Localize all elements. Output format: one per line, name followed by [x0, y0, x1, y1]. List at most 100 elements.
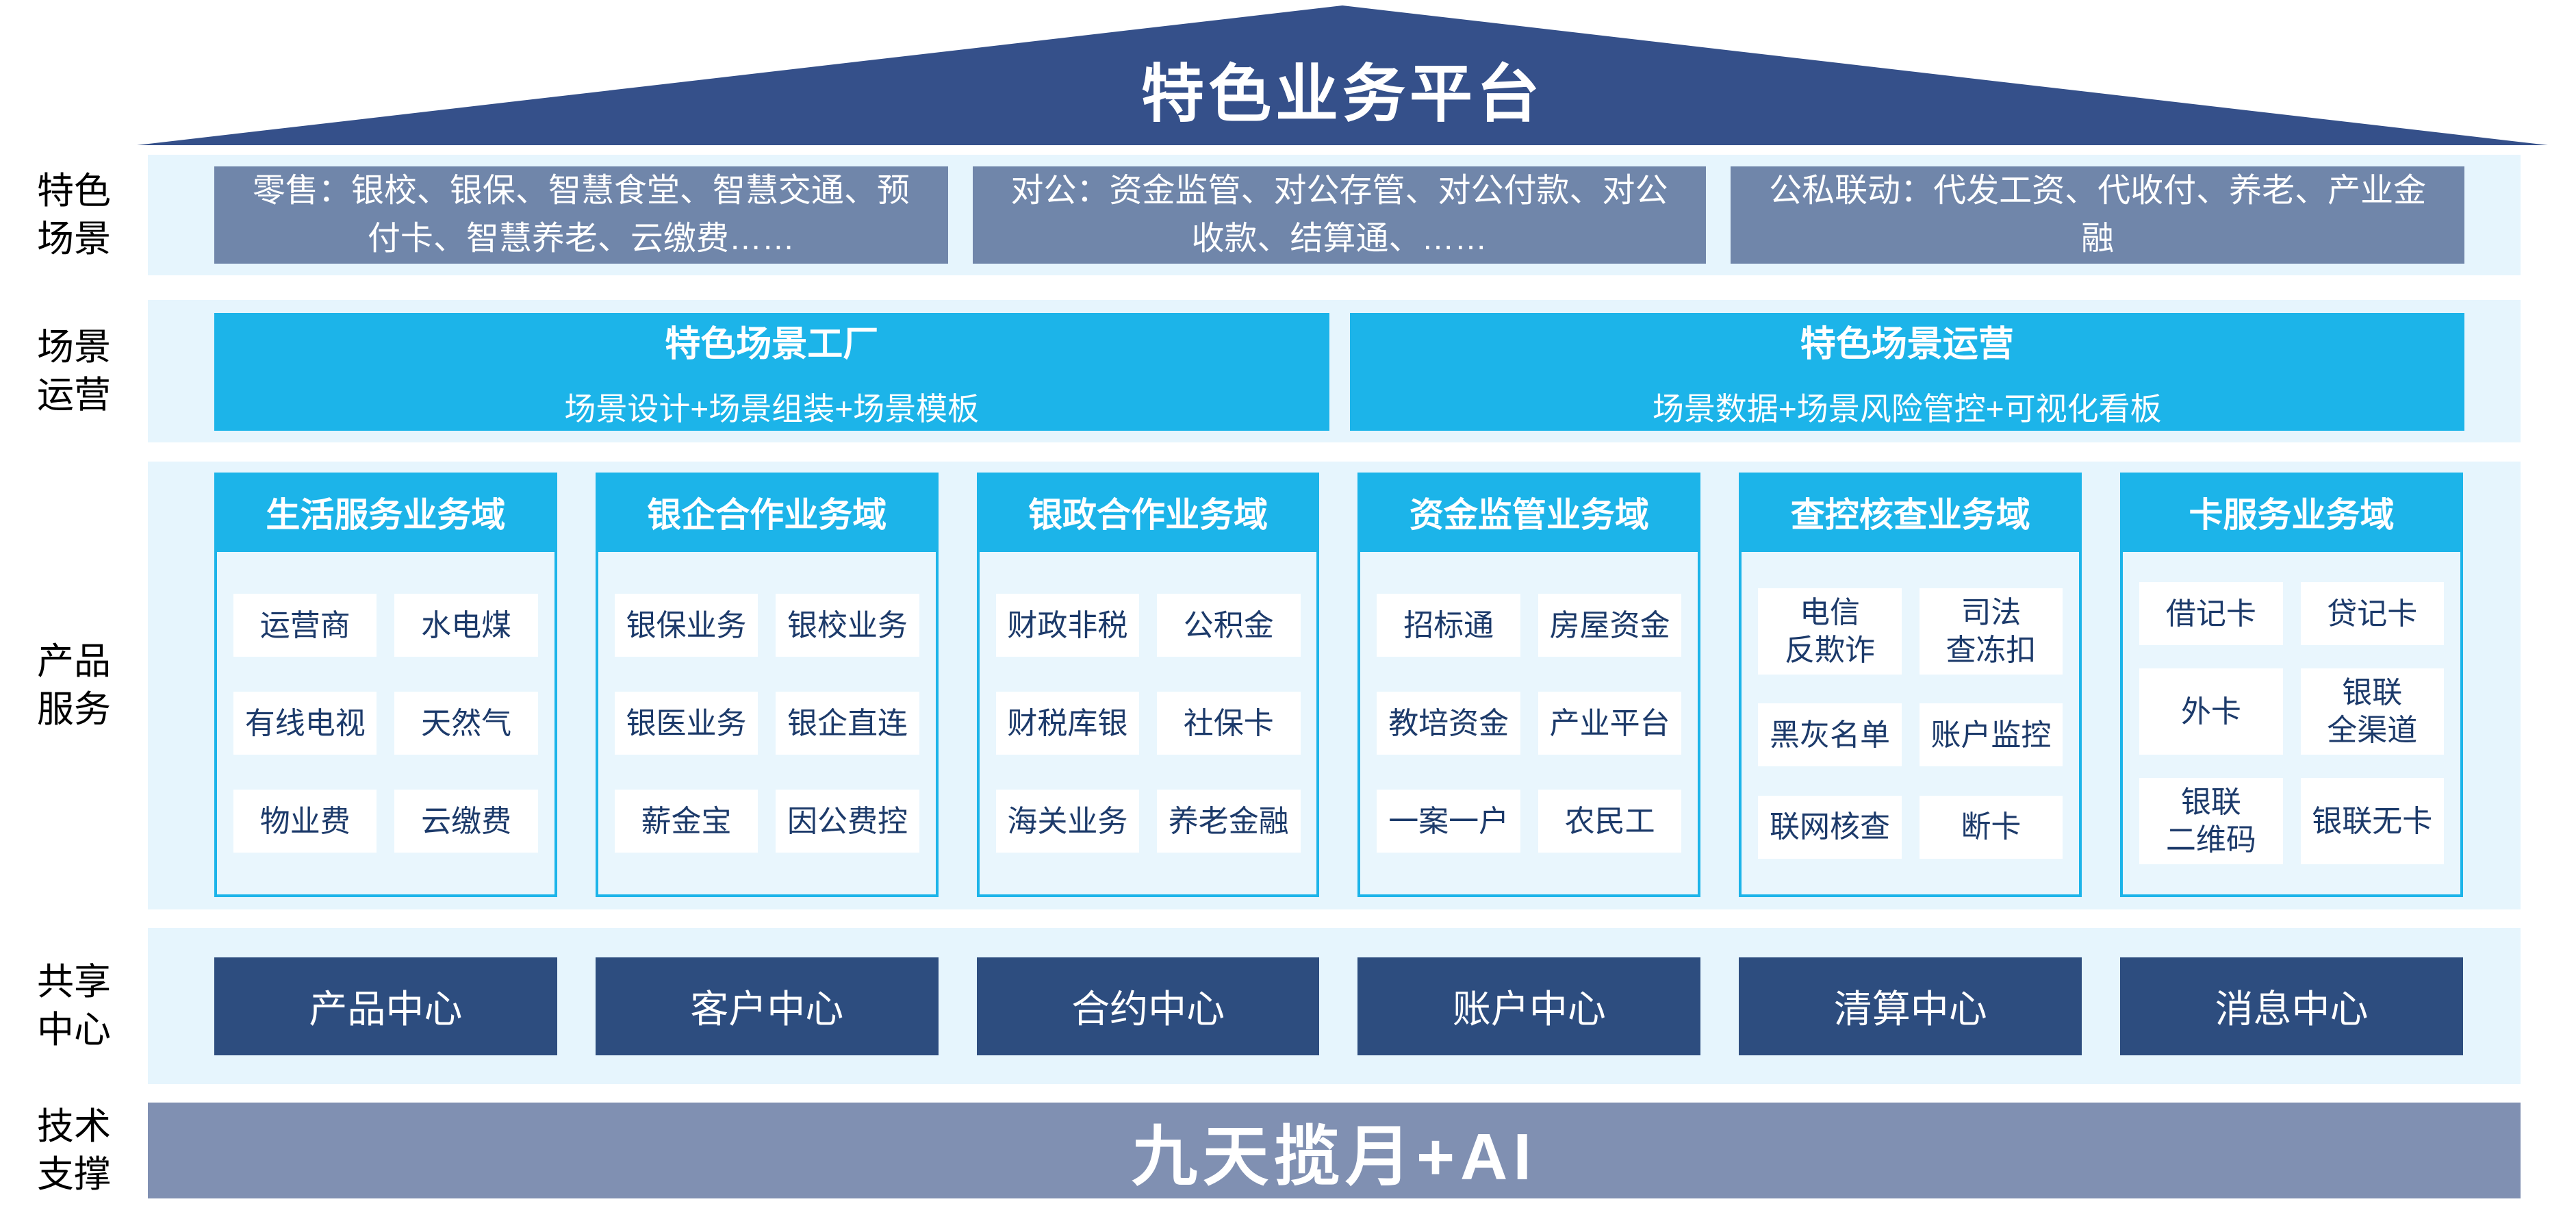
tech-band: 九天揽月+AI [148, 1103, 2521, 1198]
ops-box-title: 特色场景运营 [1800, 324, 2014, 364]
ops-box-scene-factory: 特色场景工厂 场景设计+场景组装+场景模板 [214, 313, 1329, 431]
cell-row: 财政非税公积金 [995, 594, 1301, 657]
product-cell: 黑灰名单 [1758, 703, 1902, 766]
product-cell: 教培资金 [1377, 692, 1520, 755]
center-band: 产品中心 客户中心 合约中心 账户中心 清算中心 消息中心 [148, 928, 2521, 1084]
product-cell: 一案一户 [1377, 790, 1520, 853]
product-cell: 海关业务 [995, 790, 1140, 853]
center-box-product: 产品中心 [214, 957, 557, 1055]
center-box-contract: 合约中心 [976, 957, 1320, 1055]
product-cell: 公积金 [1157, 594, 1301, 657]
scenario-box-retail: 零售：银校、银保、智慧食堂、智慧交通、预付卡、智慧养老、云缴费…… [214, 166, 948, 264]
product-cell: 养老金融 [1157, 790, 1301, 853]
product-cell: 银联无卡 [2300, 778, 2444, 864]
product-cell: 联网核查 [1758, 795, 1902, 859]
product-cell: 银保业务 [614, 594, 758, 657]
cell-row: 一案一户农民工 [1377, 790, 1682, 853]
product-cell: 银企直连 [776, 692, 919, 755]
product-cell: 物业费 [233, 790, 377, 853]
center-box-customer: 客户中心 [595, 957, 939, 1055]
cell-row: 海关业务养老金融 [995, 790, 1301, 853]
column-body: 借记卡贷记卡外卡银联 全渠道银联 二维码银联无卡 [2120, 552, 2463, 897]
scenario-band: 零售：银校、银保、智慧食堂、智慧交通、预付卡、智慧养老、云缴费…… 对公：资金监… [148, 155, 2521, 275]
center-box-message: 消息中心 [2120, 957, 2463, 1055]
cell-row: 银医业务银企直连 [614, 692, 919, 755]
product-cell: 薪金宝 [614, 790, 758, 853]
product-cell: 运营商 [233, 594, 377, 657]
cell-row: 招标通房屋资金 [1377, 594, 1682, 657]
cell-row: 运营商水电煤 [233, 594, 538, 657]
product-cell: 天然气 [394, 692, 538, 755]
product-cell: 因公费控 [776, 790, 919, 853]
product-cell: 借记卡 [2139, 582, 2283, 645]
column-header: 银政合作业务域 [976, 473, 1320, 552]
product-column-bank-enterprise: 银企合作业务域 银保业务银校业务银医业务银企直连薪金宝因公费控 [595, 473, 939, 897]
product-column-fund-supervision: 资金监管业务域 招标通房屋资金教培资金产业平台一案一户农民工 [1357, 473, 1701, 897]
scenario-box-corporate: 对公：资金监管、对公存管、对公付款、对公收款、结算通、…… [972, 166, 1707, 264]
product-cell: 银医业务 [614, 692, 758, 755]
product-cell: 外卡 [2139, 668, 2283, 755]
product-cell: 银校业务 [776, 594, 919, 657]
column-header: 查控核查业务域 [1739, 473, 2082, 552]
cell-row: 财税库银社保卡 [995, 692, 1301, 755]
column-header: 银企合作业务域 [595, 473, 939, 552]
product-cell: 银联 全渠道 [2300, 668, 2444, 755]
product-cell: 财税库银 [995, 692, 1140, 755]
product-cell: 账户监控 [1919, 703, 2063, 766]
product-column-card-services: 卡服务业务域 借记卡贷记卡外卡银联 全渠道银联 二维码银联无卡 [2120, 473, 2463, 897]
ops-box-subtitle: 场景数据+场景风险管控+可视化看板 [1652, 390, 2162, 427]
column-body: 招标通房屋资金教培资金产业平台一案一户农民工 [1357, 552, 1701, 897]
cell-row: 有线电视天然气 [233, 692, 538, 755]
column-header: 生活服务业务域 [214, 473, 557, 552]
product-column-bank-government: 银政合作业务域 财政非税公积金财税库银社保卡海关业务养老金融 [976, 473, 1320, 897]
cell-row: 外卡银联 全渠道 [2139, 668, 2444, 755]
operation-band: 特色场景工厂 场景设计+场景组装+场景模板 特色场景运营 场景数据+场景风险管控… [148, 300, 2521, 442]
side-label-operations: 场景 运营 [37, 326, 111, 416]
product-cell: 贷记卡 [2300, 582, 2444, 645]
product-cell: 房屋资金 [1538, 594, 1682, 657]
cell-row: 教培资金产业平台 [1377, 692, 1682, 755]
product-cell: 有线电视 [233, 692, 377, 755]
product-cell: 司法 查冻扣 [1919, 588, 2063, 675]
product-cell: 电信 反欺诈 [1758, 588, 1902, 675]
cell-row: 物业费云缴费 [233, 790, 538, 853]
product-cell: 招标通 [1377, 594, 1520, 657]
platform-roof: 特色业务平台 [137, 5, 2548, 145]
ops-box-title: 特色场景工厂 [665, 324, 879, 364]
product-cell: 农民工 [1538, 790, 1682, 853]
center-box-account: 账户中心 [1357, 957, 1701, 1055]
side-label-shared-centers: 共享 中心 [37, 961, 111, 1051]
ops-box-scene-operation: 特色场景运营 场景数据+场景风险管控+可视化看板 [1349, 313, 2464, 431]
product-cell: 社保卡 [1157, 692, 1301, 755]
center-box-clearing: 清算中心 [1739, 957, 2082, 1055]
product-cell: 云缴费 [394, 790, 538, 853]
column-body: 财政非税公积金财税库银社保卡海关业务养老金融 [976, 552, 1320, 897]
cell-row: 联网核查断卡 [1758, 795, 2063, 859]
tech-band-title: 九天揽月+AI [1131, 1120, 1538, 1194]
product-cell: 银联 二维码 [2139, 778, 2283, 864]
product-cell: 水电煤 [394, 594, 538, 657]
platform-title: 特色业务平台 [1140, 60, 1544, 129]
cell-row: 银联 二维码银联无卡 [2139, 778, 2444, 864]
product-column-life-services: 生活服务业务域 运营商水电煤有线电视天然气物业费云缴费 [214, 473, 557, 897]
scenario-box-public-private: 公私联动：代发工资、代收付、养老、产业金融 [1731, 166, 2465, 264]
product-column-inspection: 查控核查业务域 电信 反欺诈司法 查冻扣黑灰名单账户监控联网核查断卡 [1739, 473, 2082, 897]
cell-row: 薪金宝因公费控 [614, 790, 919, 853]
product-band: 生活服务业务域 运营商水电煤有线电视天然气物业费云缴费 银企合作业务域 银保业务… [148, 462, 2521, 909]
column-body: 运营商水电煤有线电视天然气物业费云缴费 [214, 552, 557, 897]
side-label-tech-support: 技术 支撑 [37, 1105, 111, 1195]
product-cell: 断卡 [1919, 795, 2063, 859]
column-header: 资金监管业务域 [1357, 473, 1701, 552]
side-label-scenarios: 特色 场景 [37, 170, 111, 260]
ops-box-subtitle: 场景设计+场景组装+场景模板 [564, 390, 980, 427]
column-body: 电信 反欺诈司法 查冻扣黑灰名单账户监控联网核查断卡 [1739, 552, 2082, 897]
product-cell: 产业平台 [1538, 692, 1682, 755]
column-body: 银保业务银校业务银医业务银企直连薪金宝因公费控 [595, 552, 939, 897]
cell-row: 借记卡贷记卡 [2139, 582, 2444, 645]
cell-row: 银保业务银校业务 [614, 594, 919, 657]
side-label-products: 产品 服务 [37, 640, 111, 730]
column-header: 卡服务业务域 [2120, 473, 2463, 552]
product-cell: 财政非税 [995, 594, 1140, 657]
cell-row: 黑灰名单账户监控 [1758, 703, 2063, 766]
